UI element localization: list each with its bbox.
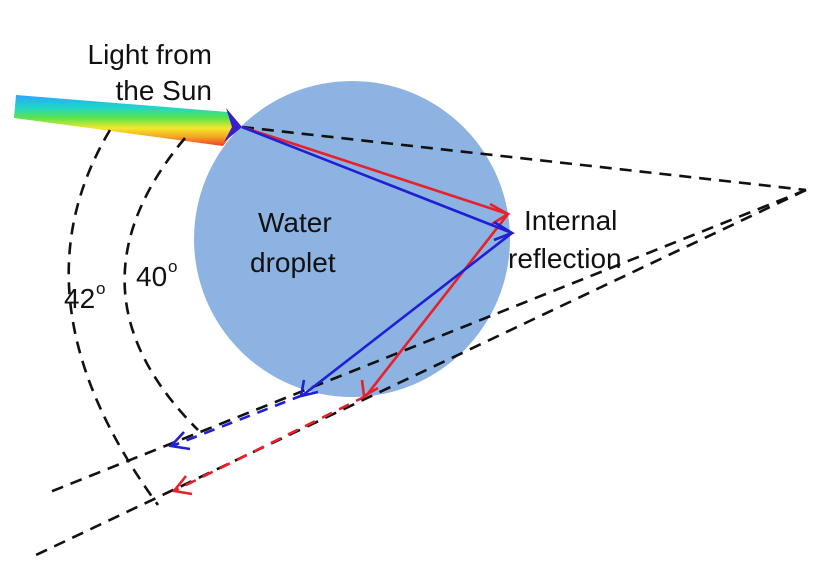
incident-extension-line: [241, 125, 807, 192]
angle-40-label: 40: [136, 261, 167, 292]
angle-42-label: 42: [64, 283, 95, 314]
blue-ray-reflected: [302, 231, 513, 397]
red-ray: [175, 125, 510, 492]
sun-label-line1: Light from: [88, 39, 213, 70]
red-extension-line: [35, 188, 807, 557]
angle-40-degree-mark: o: [168, 257, 177, 276]
red-arrowhead-internal: [489, 202, 511, 226]
dashed-lines: [35, 125, 807, 557]
angle-42-degree-mark: o: [96, 279, 105, 298]
red-ray-reflected: [364, 213, 510, 397]
red-ray-out: [175, 394, 367, 492]
internal-reflection-line2: reflection: [508, 243, 622, 274]
red-ray-in: [241, 125, 509, 216]
blue-extension-line: [49, 188, 807, 494]
sun-label-line2: the Sun: [115, 75, 212, 106]
red-arrowhead-exit: [360, 379, 379, 399]
sunlight-beam: [14, 95, 238, 146]
droplet-label-line2: droplet: [250, 247, 336, 278]
blue-arrowhead-exit: [299, 379, 319, 398]
droplet-label-line1: Water: [258, 207, 332, 238]
water-droplet: [194, 81, 510, 397]
blue-arrowhead-final: [168, 431, 191, 451]
red-arrowhead-final: [171, 475, 193, 496]
blue-ray-in: [241, 125, 513, 235]
internal-reflection-line1: Internal: [524, 205, 617, 236]
blue-ray: [171, 125, 513, 448]
blue-arrowhead-internal: [493, 220, 515, 242]
arc-40-degrees: [123, 137, 199, 431]
blue-ray-out: [171, 393, 304, 448]
arc-42-degrees: [67, 129, 160, 506]
beam-arrowhead: [224, 108, 242, 142]
